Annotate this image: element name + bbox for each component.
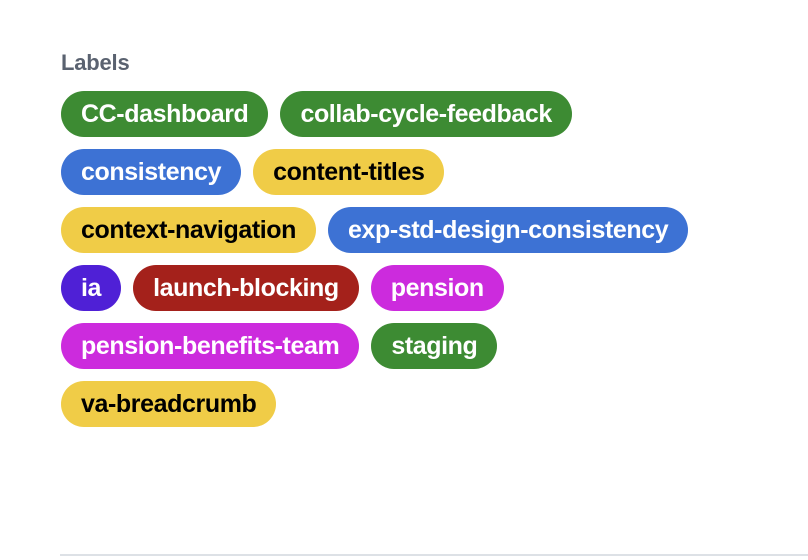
label-pill[interactable]: context-navigation (61, 207, 317, 253)
bottom-divider (60, 554, 808, 556)
label-pill[interactable]: ia (61, 265, 122, 311)
label-pill[interactable]: va-breadcrumb (61, 381, 277, 427)
label-pill[interactable]: CC-dashboard (61, 91, 269, 137)
label-pill[interactable]: collab-cycle-feedback (280, 91, 572, 137)
label-pill[interactable]: staging (371, 323, 498, 369)
label-pill[interactable]: pension (370, 265, 504, 311)
label-pill[interactable]: pension-benefits-team (61, 323, 360, 369)
label-pill[interactable]: consistency (61, 149, 242, 195)
page-title: Labels (61, 50, 130, 75)
label-pill[interactable]: launch-blocking (133, 265, 359, 311)
label-pill[interactable]: content-titles (253, 149, 445, 195)
label-pill[interactable]: exp-std-design-consistency (328, 207, 689, 253)
